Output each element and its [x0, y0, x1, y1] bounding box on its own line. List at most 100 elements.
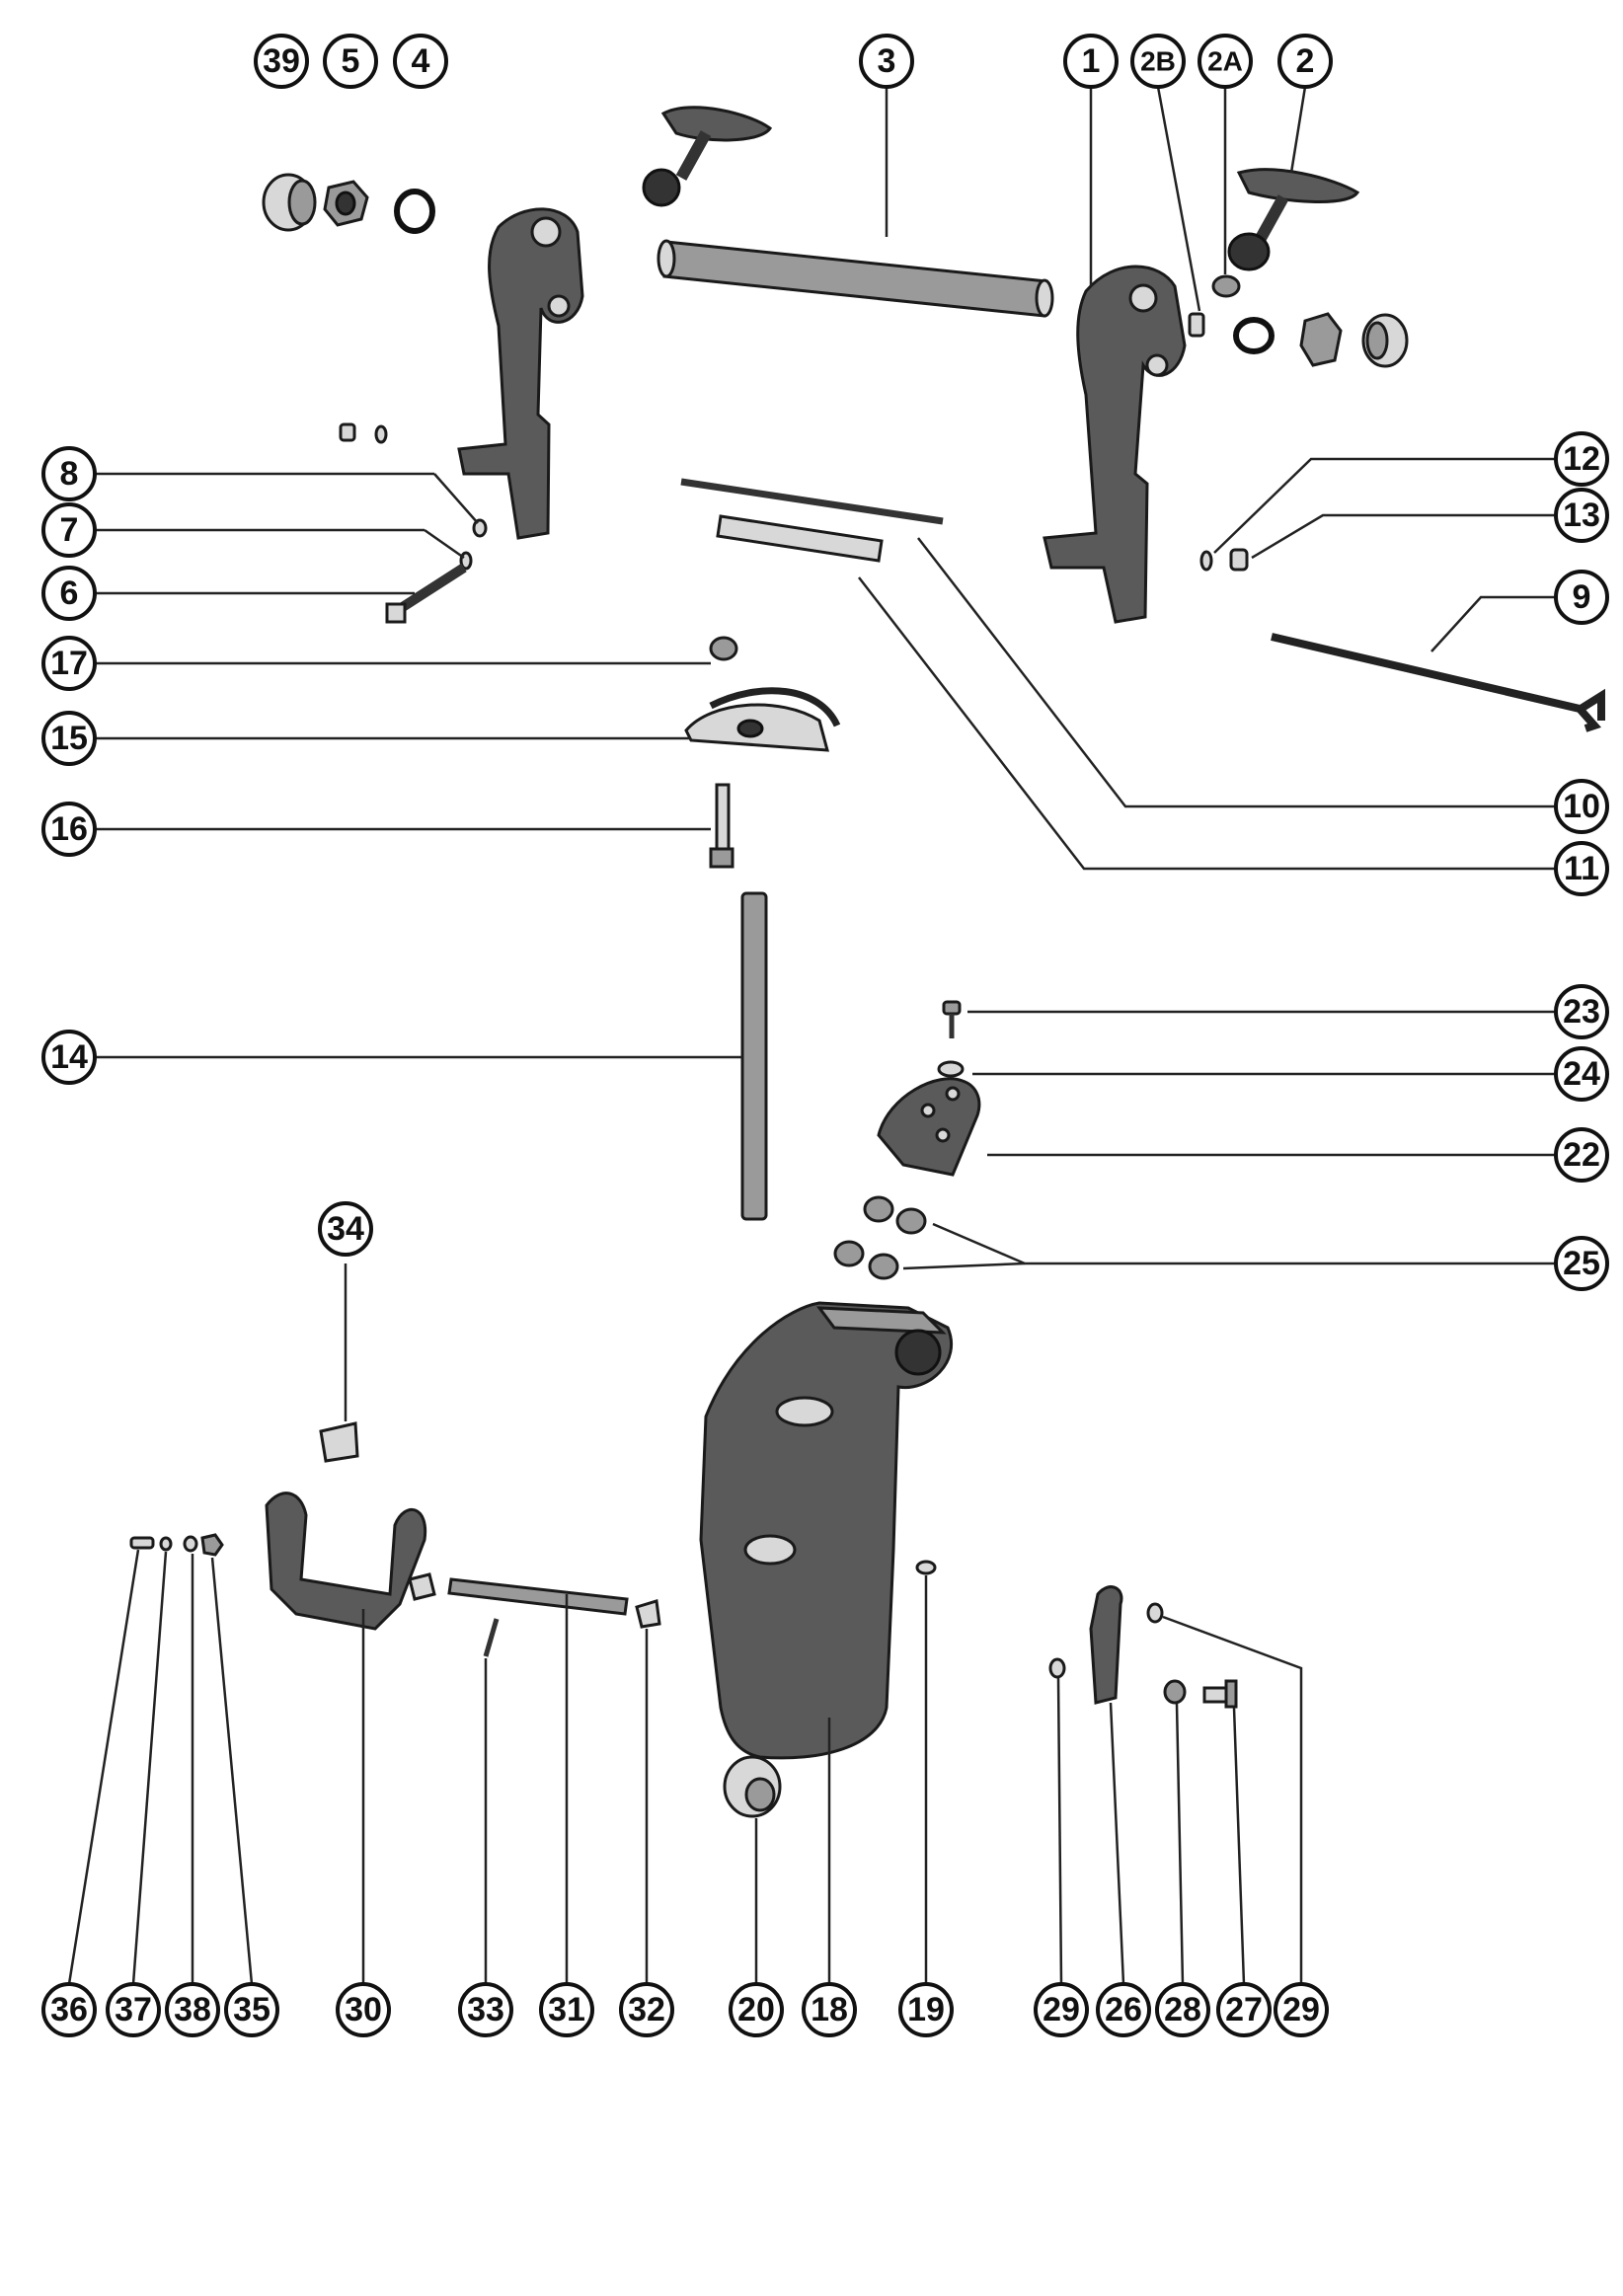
part-28-washer [1163, 1679, 1187, 1705]
callout-35: 35 [224, 1982, 279, 2037]
part-ring-right [1233, 317, 1275, 354]
part-26-latch [1089, 1585, 1123, 1705]
part-29-spacer-left [1048, 1657, 1066, 1679]
callout-16: 16 [41, 802, 97, 857]
callout-26: 26 [1096, 1982, 1151, 2037]
part-bushing-left [408, 1572, 436, 1601]
svg-text:27: 27 [1225, 1991, 1263, 2028]
part-15-plate [684, 687, 841, 752]
part-clamp-bracket-left [457, 207, 584, 540]
svg-text:18: 18 [811, 1991, 848, 2028]
part-13-nut [1229, 548, 1249, 572]
svg-text:35: 35 [233, 1991, 270, 2028]
svg-text:6: 6 [60, 574, 79, 612]
svg-text:7: 7 [60, 511, 79, 549]
part-14-tube [740, 891, 768, 1221]
svg-text:30: 30 [345, 1991, 382, 2028]
part-2-steering-handle [1227, 168, 1360, 271]
part-2a-washer [1211, 274, 1241, 298]
part-23-bolt [942, 1000, 962, 1038]
callout-10: 10 [1554, 779, 1609, 834]
svg-text:34: 34 [327, 1210, 364, 1248]
part-1-clamp-bracket [1043, 265, 1187, 624]
svg-text:38: 38 [174, 1991, 211, 2028]
svg-text:29: 29 [1043, 1991, 1080, 2028]
callout-2: 2 [1277, 34, 1333, 89]
svg-text:19: 19 [907, 1991, 945, 2028]
callout-5: 5 [323, 34, 378, 89]
part-5-nut [323, 180, 369, 227]
callout-19: 19 [898, 1982, 954, 2037]
part-8-nut [472, 518, 488, 538]
callout-27: 27 [1216, 1982, 1272, 2037]
callout-34: 34 [318, 1201, 373, 1257]
callout-17: 17 [41, 636, 97, 691]
part-32-bushing [635, 1599, 661, 1629]
svg-text:16: 16 [50, 810, 88, 848]
part-30-bracket [265, 1492, 427, 1631]
svg-text:26: 26 [1105, 1991, 1142, 2028]
part-16-bolt [709, 783, 734, 869]
svg-text:31: 31 [548, 1991, 585, 2028]
svg-text:33: 33 [467, 1991, 504, 2028]
callout-1: 1 [1063, 34, 1119, 89]
leader-lines [67, 86, 1556, 1985]
part-20-bushing [723, 1755, 782, 1818]
svg-text:32: 32 [628, 1991, 665, 2028]
svg-text:4: 4 [412, 42, 430, 80]
svg-text:2A: 2A [1207, 46, 1243, 77]
callout-18: 18 [802, 1982, 857, 2037]
part-2b-screw [1188, 312, 1205, 338]
callout-2a: 2A [1198, 34, 1253, 89]
part-nut-right [1299, 312, 1343, 367]
part-34-clip [319, 1421, 359, 1463]
part-24-washer [937, 1060, 965, 1078]
callout-29-right: 29 [1274, 1982, 1329, 2037]
part-27-bolt [1202, 1679, 1238, 1709]
part-36-screw [129, 1536, 155, 1550]
svg-text:14: 14 [50, 1038, 88, 1076]
svg-text:29: 29 [1282, 1991, 1320, 2028]
svg-text:2: 2 [1296, 42, 1315, 80]
callout-13: 13 [1554, 488, 1609, 543]
part-33-pin [483, 1618, 500, 1657]
svg-text:28: 28 [1164, 1991, 1201, 2028]
callout-6: 6 [41, 566, 97, 621]
part-12-washer [1199, 550, 1213, 572]
callout-31: 31 [539, 1982, 594, 2037]
svg-text:9: 9 [1573, 578, 1591, 616]
callout-38: 38 [165, 1982, 220, 2037]
part-35-nut [200, 1533, 224, 1557]
part-38-washer [183, 1535, 198, 1553]
svg-text:12: 12 [1563, 440, 1600, 478]
part-29-spacer-right [1146, 1602, 1164, 1624]
callout-36: 36 [41, 1982, 97, 2037]
svg-text:24: 24 [1563, 1055, 1600, 1093]
callout-30: 30 [336, 1982, 391, 2037]
callout-8: 8 [41, 446, 97, 501]
part-6-bolt [385, 563, 467, 624]
part-11-sleeve [716, 514, 884, 563]
part-3-tube [657, 239, 1054, 318]
part-19-nut [915, 1560, 937, 1575]
callout-15: 15 [41, 711, 97, 766]
part-17-nut [709, 636, 738, 661]
callout-33: 33 [458, 1982, 513, 2037]
svg-text:11: 11 [1564, 850, 1599, 887]
callout-28: 28 [1155, 1982, 1210, 2037]
callout-23: 23 [1554, 984, 1609, 1039]
svg-text:13: 13 [1563, 497, 1600, 534]
callout-12: 12 [1554, 431, 1609, 487]
callout-39: 39 [254, 34, 309, 89]
svg-text:15: 15 [50, 720, 88, 757]
callout-32: 32 [619, 1982, 674, 2037]
callout-29-left: 29 [1034, 1982, 1089, 2037]
part-9-lever [1271, 633, 1605, 732]
svg-text:8: 8 [60, 455, 79, 493]
part-4-ring [394, 189, 435, 234]
svg-text:2B: 2B [1140, 46, 1176, 77]
svg-text:5: 5 [342, 42, 360, 80]
part-bushing-right [1361, 313, 1409, 368]
callout-37: 37 [106, 1982, 161, 2037]
